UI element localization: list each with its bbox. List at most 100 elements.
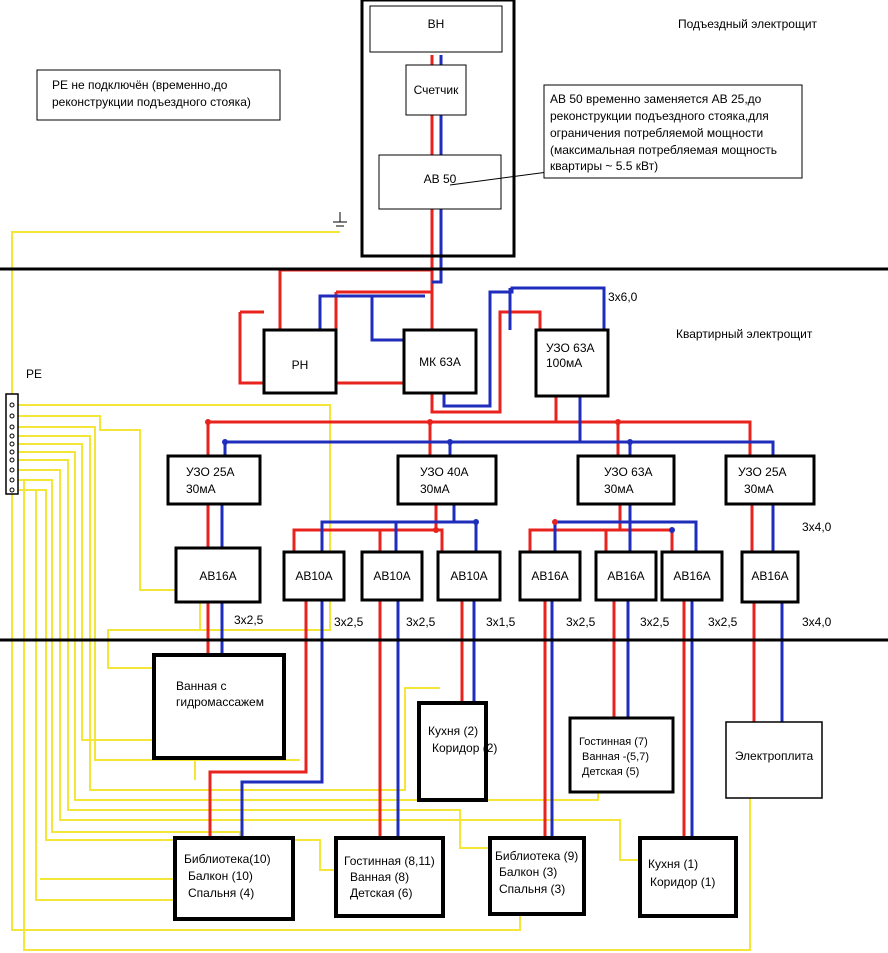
load-bath-line1: Ванная с [176, 679, 226, 693]
breaker-6-label: АВ16А [607, 569, 644, 583]
cable-label-7: 3x2,5 [708, 615, 738, 629]
breaker-4-label: АВ10А [450, 569, 487, 583]
breaker-6 [594, 550, 658, 602]
breaker-2 [282, 550, 346, 602]
uzo-1-line2: 30мА [186, 482, 216, 496]
meter-label: Счетчик [414, 83, 460, 97]
ab50-block [378, 154, 502, 210]
meter-block [405, 64, 467, 116]
pe-note-line2: реконструкции подъездного стояка) [52, 95, 251, 109]
load-kitchen1-line2: Коридор (1) [650, 875, 715, 889]
uzo-main-line1: УЗО 63А [546, 341, 595, 355]
load-bath [152, 653, 286, 760]
breaker-7-label: АВ16А [673, 569, 710, 583]
bh-block [369, 5, 503, 53]
uzo-3 [576, 454, 676, 506]
load-lib9-line3: Спальня (3) [499, 882, 565, 896]
branch-wiring [206, 504, 775, 552]
ab-note-pointer [449, 171, 549, 186]
load-living7-line1: Гостинная (7) [579, 736, 648, 748]
cable-main-label: 3x6,0 [608, 290, 638, 304]
load-living8 [334, 836, 445, 918]
ab-note-line5: квартиры ~ 5.5 кВт) [550, 159, 658, 173]
load-living8-line2: Ванная (8) [350, 870, 409, 884]
uzo-main-block [534, 328, 610, 398]
load-wiring [206, 600, 784, 838]
pe-bar-terminals [9, 402, 15, 493]
breaker-5 [518, 550, 582, 602]
load-kitchen2-line2: Коридор (2) [432, 741, 497, 755]
pe-note-box [36, 69, 281, 121]
load-living7-line3: Детская (5) [582, 766, 639, 778]
uzo-4-line1: УЗО 25А [738, 465, 787, 479]
ph-block [262, 328, 338, 395]
mk-label: МК 63А [419, 355, 461, 369]
load-lib9-line1: Библиотека (9) [495, 849, 578, 863]
breaker-1-label: АВ16А [199, 569, 236, 583]
cable-label-2: 3x2,5 [334, 615, 364, 629]
cable-label-1: 3x2,5 [234, 613, 264, 627]
entrance-panel-title: Подъездный электрощит [678, 17, 818, 31]
uzo-2-line2: 30мА [420, 482, 450, 496]
uzo-4 [724, 454, 816, 506]
cable-label-3: 3x2,5 [406, 615, 436, 629]
ab-note-line2: реконструкции подъездного стояка,для [550, 109, 769, 123]
breaker-3 [360, 550, 424, 602]
uzo-2-line1: УЗО 40А [420, 465, 469, 479]
uzo-3-line1: УЗО 63А [604, 465, 653, 479]
load-living8-line3: Детская (6) [350, 886, 412, 900]
uzo-2 [396, 454, 498, 506]
uzo-3-line2: 30мА [604, 482, 634, 496]
breaker-4 [436, 550, 502, 602]
load-lib10 [173, 836, 295, 921]
load-kitchen1-line1: Кухня (1) [648, 857, 698, 871]
breaker-2-label: АВ10А [295, 569, 332, 583]
load-living7-line2: Ванная -(5,7) [582, 751, 649, 763]
cable-label-6: 3x2,5 [640, 615, 670, 629]
breaker-7 [660, 550, 724, 602]
uzo-1-line1: УЗО 25А [186, 465, 235, 479]
uzo-4-line2: 30мА [744, 482, 774, 496]
uzo-1 [166, 454, 262, 506]
load-lib10-line2: Балкон (10) [188, 869, 253, 883]
pe-wires [11, 231, 751, 951]
load-kitchen2 [417, 701, 488, 802]
breaker-1 [174, 546, 262, 604]
load-stove-label: Электроплита [735, 749, 814, 763]
breaker-8 [740, 550, 800, 604]
pe-note-line1: PE не подключён (временно,до [52, 78, 228, 92]
ab-note-box [543, 84, 803, 179]
load-bath-line2: гидромассажем [176, 695, 264, 709]
load-lib10-line1: Библиотека(10) [184, 852, 271, 866]
ph-label: РН [292, 358, 309, 372]
ab-note-line1: АВ 50 временно заменяется АВ 25,до [550, 92, 762, 106]
breaker-5-label: АВ16А [531, 569, 568, 583]
bh-label: ВН [428, 17, 445, 31]
load-kitchen2-line1: Кухня (2) [428, 724, 478, 738]
ab50-label: АВ 50 [424, 172, 457, 186]
mk-block [402, 328, 478, 395]
load-living7 [568, 716, 675, 794]
breaker-3-label: АВ10А [373, 569, 410, 583]
junction-dots [205, 419, 675, 533]
uzo-main-line2: 100мА [546, 356, 582, 370]
cable-label-9: 3x4,0 [802, 615, 832, 629]
ab-note-line4: (максимальная потребляемая мощность [550, 143, 777, 157]
ab-note-line3: ограничения потребляемой мощности [550, 126, 763, 140]
pe-bar-label: PE [26, 367, 42, 381]
load-lib10-line3: Спальня (4) [188, 886, 254, 900]
load-lib9-line2: Балкон (3) [499, 865, 557, 879]
cable-label-8: 3x4,0 [802, 520, 832, 534]
cable-label-5: 3x2,5 [566, 615, 596, 629]
apt-panel-title: Квартирный электрощит [676, 327, 813, 341]
load-stove [725, 721, 823, 799]
load-kitchen1 [638, 836, 738, 918]
ground-icon [333, 212, 347, 227]
load-living8-line1: Гостинная (8,11) [344, 854, 435, 868]
entrance-panel-frame [360, 0, 516, 258]
load-lib9 [488, 836, 586, 916]
breaker-8-label: АВ16А [751, 569, 788, 583]
cable-label-4: 3x1,5 [486, 615, 516, 629]
